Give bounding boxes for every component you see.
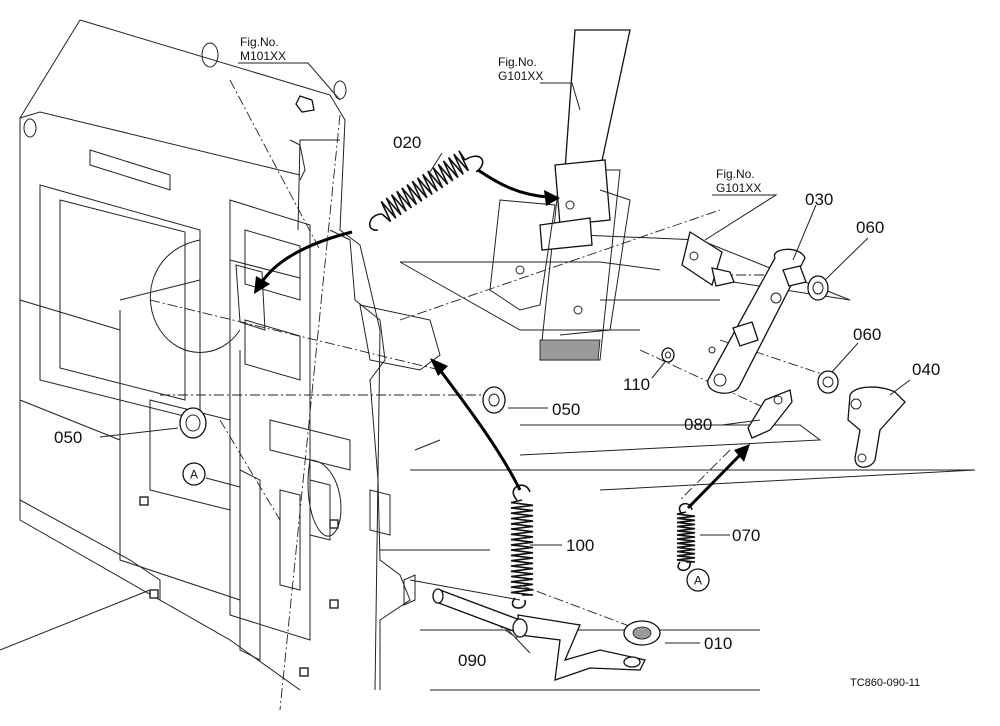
fig-ref-label: Fig.No. [240, 35, 279, 49]
part-label-010: 010 [704, 634, 732, 653]
part-label-050-left: 050 [54, 428, 82, 447]
part-label-060-lower: 060 [853, 325, 881, 344]
part-label-100: 100 [566, 536, 594, 555]
fig-ref-m101xx: Fig.No. M101XX [240, 35, 286, 63]
roller-010 [623, 620, 661, 668]
assembly-arrows [254, 168, 750, 510]
fig-ref-label: Fig.No. [498, 55, 537, 69]
lever-080 [747, 389, 793, 439]
fig-ref-number: M101XX [240, 49, 286, 63]
spring-020 [369, 150, 484, 231]
part-label-070: 070 [732, 526, 760, 545]
marker-a-text: A [694, 574, 702, 588]
fig-ref-label: Fig.No. [716, 167, 755, 181]
fig-ref-number: G101XX [716, 181, 761, 195]
marker-a-right: A [686, 568, 710, 592]
leader-lines [99, 62, 911, 654]
fig-ref-number: G101XX [498, 69, 543, 83]
part-label-110: 110 [623, 375, 650, 394]
spring-070 [676, 502, 696, 572]
part-label-060-upper: 060 [856, 218, 884, 237]
rod-end-part [681, 230, 735, 287]
part-label-050-right: 050 [552, 400, 580, 419]
bushing-050-left [179, 407, 207, 439]
drawing-code: TC860-090-11 [850, 677, 920, 689]
lever-shaft [489, 29, 631, 361]
centerlines [149, 79, 841, 711]
shaft-090 [432, 588, 646, 681]
reference-planes [380, 234, 976, 691]
marker-a-left: A [182, 462, 206, 486]
part-label-080: 080 [684, 415, 712, 434]
chassis-frame [0, 19, 441, 691]
lever-040 [847, 386, 906, 468]
washer-060-upper [807, 275, 829, 301]
fig-ref-g101xx-right: Fig.No. G101XX [716, 167, 761, 195]
part-label-020: 020 [393, 133, 421, 152]
bushing-050-right [482, 386, 506, 414]
plate-030 [707, 248, 807, 394]
fig-ref-g101xx-top: Fig.No. G101XX [498, 55, 543, 83]
washer-060-lower [817, 370, 839, 394]
spring-100 [510, 484, 534, 609]
part-label-090: 090 [458, 651, 486, 670]
part-label-040: 040 [912, 360, 940, 379]
clip-110 [661, 347, 675, 363]
part-label-030: 030 [805, 190, 833, 209]
marker-a-text: A [190, 468, 198, 482]
